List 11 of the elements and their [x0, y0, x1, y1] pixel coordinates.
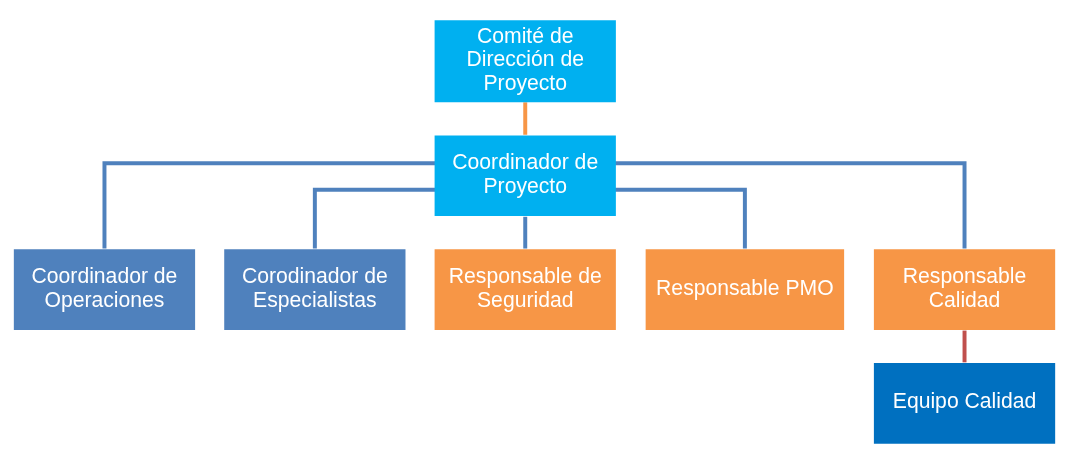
- node-box: Responsable Calidad: [873, 249, 1056, 330]
- node-box: Responsable PMO: [645, 249, 845, 330]
- node-box: Coordinador de Operaciones: [13, 249, 196, 330]
- node-box: Equipo Calidad: [873, 363, 1056, 444]
- node-box: Corodinador de Especialistas: [224, 249, 406, 330]
- node-box: Comité de Dirección de Proyecto: [434, 20, 616, 103]
- node-box: Coordinador de Proyecto: [434, 135, 616, 217]
- connector: [962, 330, 967, 363]
- node-box: Responsable de Seguridad: [434, 249, 616, 330]
- connector: [523, 216, 528, 249]
- connector: [523, 102, 528, 135]
